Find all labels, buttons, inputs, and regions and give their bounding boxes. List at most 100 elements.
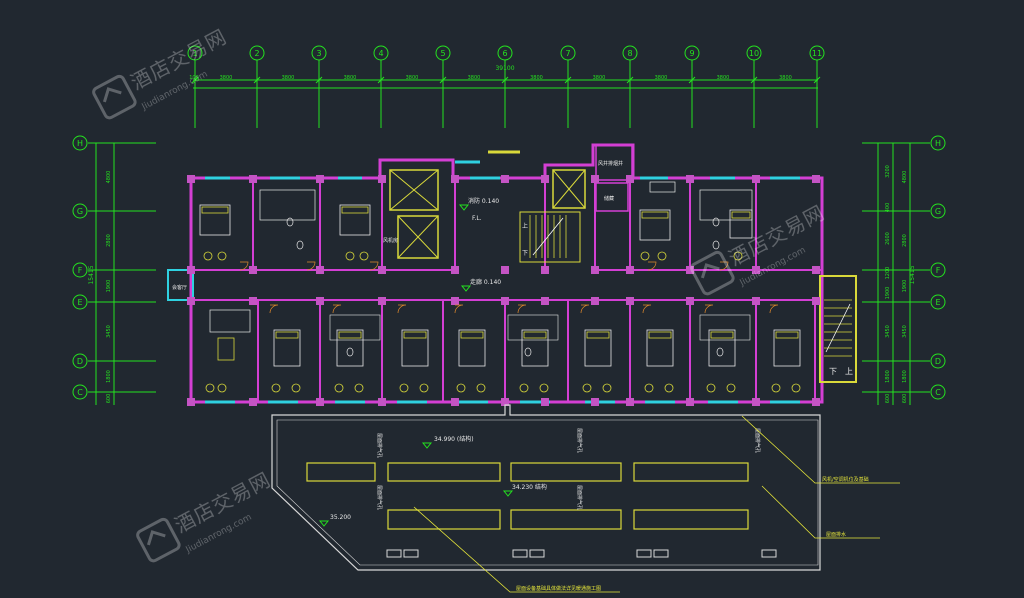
axis-label-8: 8 xyxy=(627,49,632,58)
row-bubble-right-E xyxy=(930,294,946,310)
column xyxy=(591,175,599,183)
door-swing xyxy=(642,304,652,314)
column xyxy=(501,266,509,274)
label-store: 储藏 xyxy=(604,195,614,202)
right-dim-a-segment: 3450 xyxy=(885,325,891,338)
door-swing xyxy=(239,261,249,271)
top-dim-first: 100 xyxy=(189,75,199,81)
label-elev-lobby: 风机房 xyxy=(383,237,398,244)
column xyxy=(591,398,599,406)
terrace-elevation-2: 34.230 结构 xyxy=(512,483,547,491)
column xyxy=(316,266,324,274)
total-dimension-top: 39100 xyxy=(495,65,514,72)
pillow xyxy=(648,331,672,339)
column xyxy=(626,175,634,183)
column xyxy=(249,266,257,274)
column xyxy=(812,175,820,183)
bed xyxy=(458,329,486,367)
column xyxy=(451,297,459,305)
column xyxy=(752,175,760,183)
terrace-elevation-1: 34.990 (结构) xyxy=(434,435,474,443)
chair xyxy=(644,383,654,393)
bathroom xyxy=(699,189,753,221)
pillow xyxy=(460,331,484,339)
bathroom xyxy=(259,189,316,221)
row-bubble-right-F xyxy=(930,262,946,278)
label-corridor-top: 消防 0.140 xyxy=(468,197,499,205)
toilet xyxy=(712,240,720,250)
bathroom xyxy=(507,314,559,341)
label-right-stair-up: 上 xyxy=(845,367,853,376)
column xyxy=(378,266,386,274)
bed xyxy=(639,209,671,241)
label-ff: F.L. xyxy=(472,215,482,222)
right-dim-a-segment: 1200 xyxy=(885,267,891,280)
row-label-left-D: D xyxy=(77,357,83,366)
bed xyxy=(729,209,753,239)
chair xyxy=(733,251,743,261)
toilet xyxy=(286,217,294,227)
chair xyxy=(291,383,301,393)
terrace-elevation-3: 35.200 xyxy=(330,514,351,521)
door-swing xyxy=(306,261,316,271)
vent-label-2: 屋面排气孔 xyxy=(576,428,583,453)
row-label-right-F: F xyxy=(936,266,941,275)
top-dim-segment: 3800 xyxy=(406,75,419,81)
right-dim-a-segment: 1800 xyxy=(885,370,891,383)
chair xyxy=(334,383,344,393)
row-label-left-H: H xyxy=(77,139,83,148)
top-dim-segment: 3800 xyxy=(282,75,295,81)
coffee-table xyxy=(217,337,235,361)
row-label-left-F: F xyxy=(78,266,83,275)
column xyxy=(541,297,549,305)
row-label-left-G: G xyxy=(77,207,83,216)
row-label-right-G: G xyxy=(935,207,941,216)
row-bubble-right-C xyxy=(930,384,946,400)
vent-label-3: 屋面排气孔 xyxy=(754,428,761,453)
chair xyxy=(519,383,529,393)
pillow xyxy=(403,331,427,339)
bed xyxy=(339,204,371,236)
column xyxy=(316,398,324,406)
axis-label-1: 1 xyxy=(192,49,197,58)
toilet xyxy=(716,347,724,357)
column xyxy=(451,175,459,183)
top-dim-segment: 3800 xyxy=(220,75,233,81)
chair xyxy=(771,383,781,393)
row-label-left-E: E xyxy=(77,298,82,307)
right-dim-b-segment: 3450 xyxy=(902,325,908,338)
column xyxy=(541,398,549,406)
right-dim-a-segment: 3200 xyxy=(885,165,891,178)
pillow xyxy=(586,331,610,339)
column xyxy=(187,398,195,406)
label-stair-down: 下 xyxy=(522,250,528,257)
chair xyxy=(354,383,364,393)
axis-label-6: 6 xyxy=(502,49,507,58)
column xyxy=(501,297,509,305)
bed xyxy=(521,329,549,367)
axis-label-4: 4 xyxy=(378,49,383,58)
right-dim-a-segment: 1900 xyxy=(885,287,891,300)
column xyxy=(187,175,195,183)
pillow xyxy=(341,206,369,214)
windows xyxy=(205,150,800,404)
column xyxy=(249,398,257,406)
chair xyxy=(539,383,549,393)
label-stair-up: 上 xyxy=(522,222,528,230)
row-label-right-D: D xyxy=(935,357,941,366)
vent-label-4: 屋面排气孔 xyxy=(376,485,383,510)
label-top-right-room: 风井排烟井 xyxy=(598,160,623,167)
axis-label-10: 10 xyxy=(749,49,759,58)
column xyxy=(591,297,599,305)
row-label-right-E: E xyxy=(935,298,940,307)
right-outer-dimension: 15415 xyxy=(909,265,916,284)
chair xyxy=(399,383,409,393)
room-furniture xyxy=(199,181,801,393)
pillow xyxy=(523,331,547,339)
pillow xyxy=(710,331,734,339)
vent-label-5: 屋面排气孔 xyxy=(576,485,583,510)
chair xyxy=(419,383,429,393)
row-label-right-H: H xyxy=(935,139,941,148)
